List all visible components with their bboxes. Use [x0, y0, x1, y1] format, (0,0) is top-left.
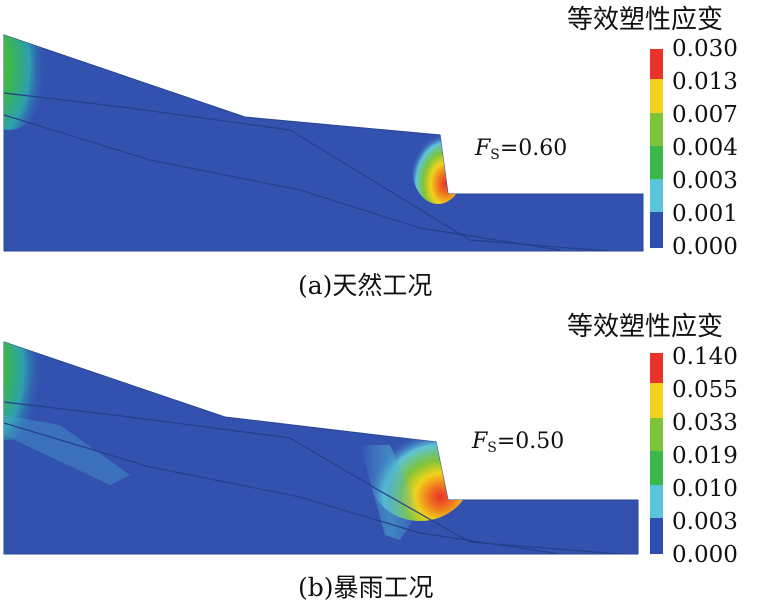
legend-value: 0.013: [672, 69, 738, 95]
legend-value: 0.004: [672, 135, 738, 161]
figure-caption: (a)天然工况: [298, 271, 432, 300]
safety-factor-label: FS=0.60: [474, 136, 567, 163]
plastic-zone-crest: [4, 342, 42, 440]
panel-b: FS=0.50 等效塑性应变 0.140 0.055 0.033 0.019 0…: [3, 312, 738, 602]
legend-value: 0.000: [672, 542, 738, 568]
legend-value: 0.030: [672, 36, 738, 62]
plastic-band: [360, 445, 420, 540]
legend-title: 等效塑性应变: [567, 5, 723, 35]
panel-a: FS=0.60 等效塑性应变 0.030 0.013 0.007 0.004 0…: [3, 5, 738, 300]
legend-value: 0.033: [672, 410, 738, 436]
legend-title: 等效塑性应变: [567, 312, 723, 342]
figure-caption: (b)暴雨工况: [298, 573, 434, 602]
legend-value: 0.055: [672, 377, 738, 403]
stratum-line: [4, 114, 561, 251]
legend-value: 0.003: [672, 509, 738, 535]
stratum-line: [4, 92, 621, 251]
legend-value: 0.001: [672, 201, 738, 227]
stratum-line: [4, 422, 561, 554]
slope-body: [3, 341, 639, 555]
legend-value: 0.019: [672, 443, 738, 469]
legend-value: 0.003: [672, 168, 738, 194]
plastic-zone-toe: [412, 132, 464, 204]
safety-factor-label: FS=0.50: [471, 429, 564, 456]
colorbar: [650, 353, 663, 554]
colorbar: [650, 49, 663, 248]
legend-value: 0.007: [672, 102, 738, 128]
legend-value: 0.000: [672, 234, 738, 260]
slope-body: [3, 34, 644, 252]
legend-value: 0.140: [672, 344, 738, 370]
legend-value: 0.010: [672, 476, 738, 502]
